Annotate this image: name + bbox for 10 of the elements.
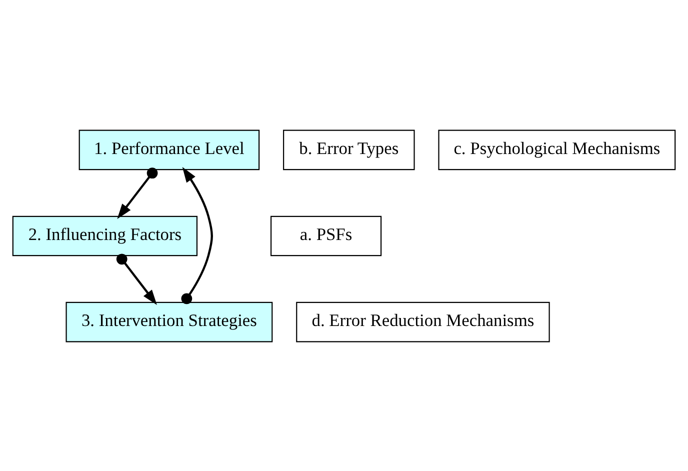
arrow (181, 166, 213, 304)
arrow (117, 167, 158, 218)
node-box: b. Error Types (283, 129, 415, 170)
node-box: 1. Performance Level (78, 129, 260, 170)
node-box: a. PSFs (270, 215, 382, 256)
node-box: c. Psychological Mechanisms (438, 129, 676, 170)
node-box: d. Error Reduction Mechanisms (296, 301, 550, 342)
node-box: 3. Intervention Strategies (66, 301, 273, 342)
arrow (116, 253, 157, 304)
node-box: 2. Influencing Factors (12, 215, 198, 256)
